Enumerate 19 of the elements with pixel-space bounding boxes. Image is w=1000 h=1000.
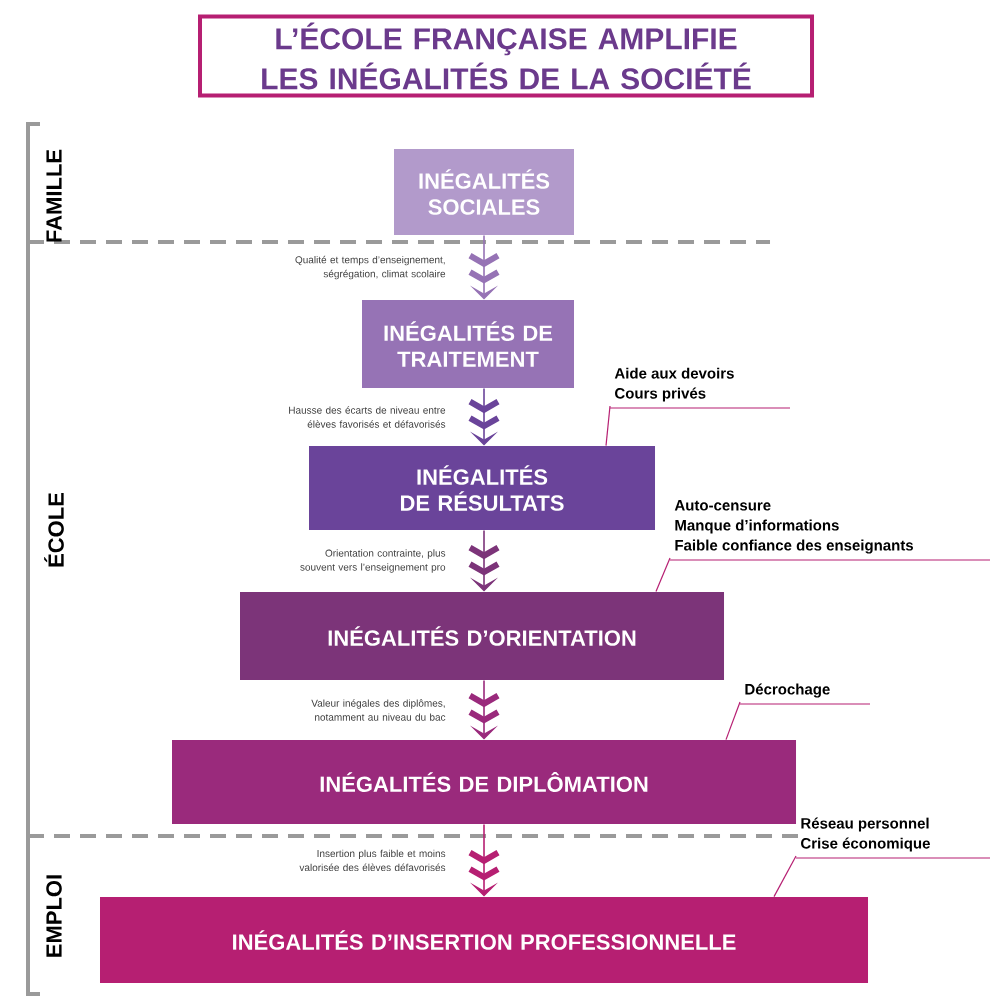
inequality-box: INÉGALITÉS DE RÉSULTATS xyxy=(309,446,655,530)
title: L’ÉCOLE FRANÇAISE AMPLIFIE LES INÉGALITÉS DE LA SOCIÉTÉ xyxy=(198,14,814,98)
leader-line xyxy=(605,405,611,447)
chevron-arrow xyxy=(468,234,500,300)
chevron-arrow xyxy=(468,529,500,592)
section-label: ÉCOLE xyxy=(44,493,64,567)
leader-line xyxy=(725,701,741,741)
leader-line xyxy=(773,855,797,898)
leader-line xyxy=(655,557,671,593)
inequality-box: INÉGALITÉS SOCIALES xyxy=(394,149,574,235)
chevron-arrow xyxy=(468,823,500,897)
chevron-arrow xyxy=(468,679,500,740)
inequality-box: INÉGALITÉS D’INSERTION PROFESSIONNELLE xyxy=(100,897,868,983)
inequality-box: INÉGALITÉS DE TRAITEMENT xyxy=(362,300,574,388)
section-label: FAMILLE xyxy=(46,149,62,242)
inequality-box: INÉGALITÉS DE DIPLÔMATION xyxy=(172,740,796,824)
section-label: EMPLOI xyxy=(46,875,62,957)
chevron-arrow xyxy=(468,387,500,446)
inequality-box: INÉGALITÉS D’ORIENTATION xyxy=(240,592,724,680)
